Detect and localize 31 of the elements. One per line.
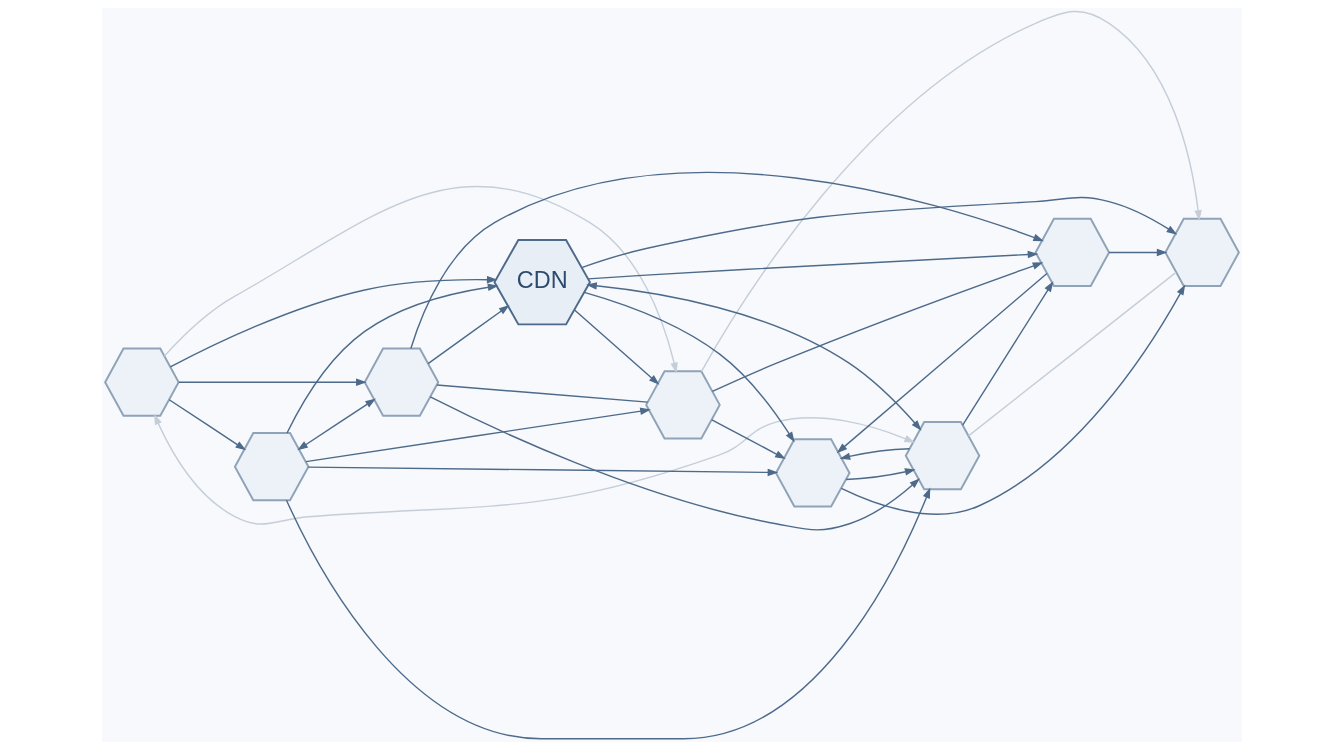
connector [436,384,649,403]
arrow [154,413,915,525]
arrow [410,172,1044,350]
arrow [286,283,499,434]
arrow [427,305,510,365]
arrow [285,487,931,740]
arrow [586,282,922,431]
node-hexagon [645,370,721,440]
arrow [1108,248,1168,257]
arrow [587,250,1039,280]
arrow [583,291,795,443]
arrow [836,272,1048,454]
arrow [305,407,651,463]
arrow [581,196,1178,269]
arrow [307,466,779,477]
arrow [839,447,911,460]
arrow [711,262,1044,393]
connector [967,271,1177,437]
arrow [297,398,376,451]
arrow [429,396,920,531]
node-hexagon [104,347,180,417]
arrow [168,399,247,451]
arrow [845,468,916,481]
arrow [573,309,660,385]
arrow [961,281,1054,426]
arrow [700,10,1202,373]
arrow [840,284,1186,515]
arrow [163,186,678,374]
arrow [178,378,367,386]
arrow [169,275,498,368]
arrow [711,419,786,460]
